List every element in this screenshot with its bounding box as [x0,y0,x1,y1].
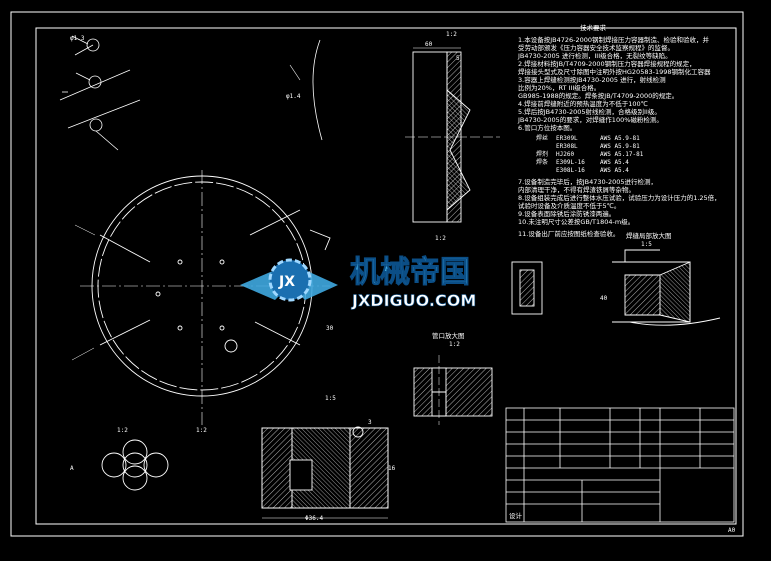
weld-label: 焊丝 [536,134,548,142]
note-line: 8.设备组装完成后进行整体水压试验，试验压力为设计压力的1.25倍， [518,193,721,202]
top-section-scale: 1:2 [446,31,457,38]
dim-30: 30 [326,325,334,332]
note-line: 4.焊接前焊缝附近的预热温度为不低于100℃ [518,99,648,108]
note-line: 受劳动部颁发《压力容器安全技术监察规程》的监督。 [518,43,674,52]
logo-letters: JX [278,274,295,290]
note-line: GB985-1988的规定。焊条按JB/T4709-2000的规定。 [518,91,678,100]
watermark-en: JXDIGUO.COM [351,291,476,310]
note-line: 10.未注明尺寸公差按GB/T1804-m级。 [518,217,634,226]
weld-spec-b: AWS A5.4 [600,167,629,174]
titleblock-corner: 设计 [509,511,523,520]
top-section-bottom-scale: 1:2 [435,235,446,242]
sheet-size-label: A0 [728,527,736,534]
watermark-cn: 机械帝国 [350,255,470,290]
note-line: 比例为20%，RT III级合格。 [518,83,600,92]
weld-label: 焊条 [536,158,548,166]
note-line: JB4730-2005 进行检测，III级合格，无裂纹等缺陷。 [517,51,672,60]
note-line: 3.容器上焊缝检测按JB4730-2005 进行，射线检测 [518,75,666,84]
lower-mid-detail [413,355,493,425]
label-a: A [70,465,74,472]
technical-notes: 技术要求 1.本设备按JB4726-2000钢制焊接压力容器制造、检验和验收，并… [517,23,721,238]
bottom-part-view [261,426,389,519]
title-block [505,407,735,523]
dim-40: 40 [600,295,608,302]
lower-mid-scale: 1:2 [449,341,460,348]
dim-60: 60 [425,41,433,48]
top-section-view [405,47,500,223]
detail-right-scale: 1:5 [641,241,652,248]
note-line: 5.焊后按JB4730-2005射线检测，合格级别II级。 [518,107,661,116]
dim-3: 3 [368,419,372,426]
weld-spec-b: AWS A5.17-81 [600,151,644,158]
dim-36-4: Φ36.4 [305,515,323,522]
right-detail-view [511,249,721,326]
weld-spec-b: AWS A5.9-81 [600,143,640,150]
top-left-detail [59,35,141,151]
note-line: 9.设备表面除锈后涂防锈漆两遍。 [518,209,615,218]
note-line: 2.焊接材料按JB/T4709-2000钢制压力容器焊接规程的规定， [518,59,696,68]
leader-a: φ1.3 [70,35,85,42]
leader-b: φ1.4 [286,93,301,100]
weld-spec-a: ER309L [556,135,578,142]
dim-5: 5 [456,55,460,62]
weld-spec-a: E309L-16 [556,159,585,166]
inner-frame [35,27,737,525]
weld-spec-a: HJ260 [556,151,574,158]
weld-spec-a: ER308L [556,143,578,150]
detail-caption: 焊缝局部放大图 [626,231,672,240]
note-line: 1.本设备按JB4726-2000钢制焊接压力容器制造、检验和验收，并 [518,35,710,44]
detail-left-scale: 1:2 [117,427,128,434]
weld-spec-a: E308L-16 [556,167,585,174]
outer-frame [10,11,744,537]
top-arc-leader [289,64,301,81]
bottom-left-circles [101,439,169,491]
note-line: 6.管口方位按本图。 [518,123,576,132]
weld-spec-b: AWS A5.4 [600,159,629,166]
note-line: JB4730-2005的要求，对焊缝作100%磁粉检测。 [517,115,663,124]
small-part-scale: 1:5 [325,395,336,402]
section-caption: 管口放大图 [432,331,465,340]
note-line: 试验时设备及介质温度不低于5℃。 [518,201,620,210]
front-circle-scale: 1:2 [196,427,207,434]
note-line: 7.设备制造完毕后，按JB4730-2005进行检测， [518,177,657,186]
note-line: 内部清理干净，不得有焊渣铁屑等杂物。 [518,185,635,194]
weld-spec-b: AWS A5.9-81 [600,135,640,142]
top-arc [312,39,323,141]
watermark: JX 机械帝国 JXDIGUO.COM [240,255,477,310]
gear-logo-icon: JX [240,258,338,302]
note-line: 11.设备出厂前应按图纸检查验收。 [518,229,619,238]
weld-label: 焊剂 [536,150,548,158]
dim-16: 16 [388,465,396,472]
note-line: 焊接接头型式及尺寸除图中注明外按HG20583-1998钢制化工容器 [518,67,711,76]
notes-title: 技术要求 [580,23,607,32]
